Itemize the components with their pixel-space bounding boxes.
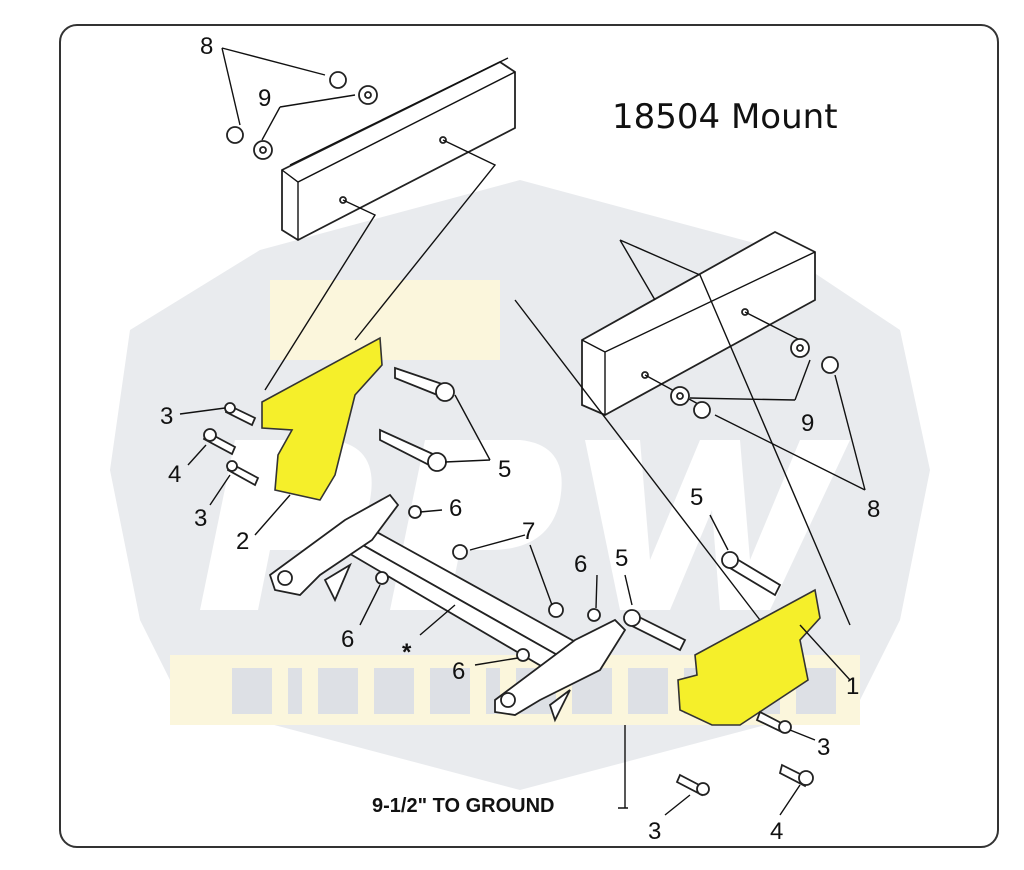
callout-label: 3: [648, 818, 661, 845]
callout-label: 6: [574, 551, 587, 578]
frame-beam-upper: [281, 57, 516, 242]
callout-label: 9: [801, 410, 814, 437]
callout-label: 5: [498, 456, 511, 483]
callout-label: 5: [690, 484, 703, 511]
callout-label: 1: [846, 673, 859, 700]
callout-label: 6: [449, 495, 462, 522]
callout-label: 4: [770, 818, 783, 845]
callout-label: 2: [236, 528, 249, 555]
callout-labels: 8 9 3 4 3 2 5 6 7 6 5 5 9 8 6 * 6 1 3 3 …: [160, 33, 880, 845]
diagram-title: 18504 Mount: [612, 97, 838, 137]
callout-label: 8: [200, 33, 213, 60]
bracket-2: [261, 336, 383, 501]
callout-label: 9: [258, 85, 271, 112]
callout-label: 6: [341, 626, 354, 653]
ground-clearance-note: 9-1/2" TO GROUND: [372, 795, 554, 817]
bracket-1: [677, 588, 821, 726]
callout-label: 7: [522, 518, 535, 545]
callout-label: 3: [160, 403, 173, 430]
callout-label: 6: [452, 658, 465, 685]
callout-label: 8: [867, 496, 880, 523]
callout-label: 3: [817, 734, 830, 761]
callout-label: 4: [168, 461, 181, 488]
mount-crossbar: [268, 493, 627, 723]
callout-label: 3: [194, 505, 207, 532]
hardware: [202, 71, 839, 797]
frame-beam-lower: [581, 230, 816, 417]
callout-label: 5: [615, 545, 628, 572]
callout-label: *: [402, 639, 412, 666]
